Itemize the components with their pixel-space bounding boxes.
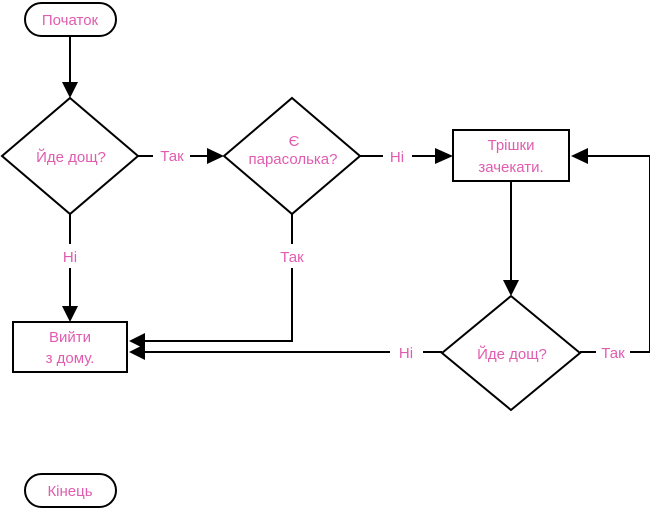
- decision-umbrella-label-2: парасолька?: [249, 151, 338, 168]
- decision-rain-1: [0, 96, 140, 216]
- process-leave: [12, 321, 128, 373]
- edge-rain2-yes-loop: [588, 155, 650, 353]
- process-wait-label-2: зачекати.: [478, 159, 543, 176]
- decision-rain-1-label: Йде дощ?: [36, 148, 106, 166]
- arrowhead: [129, 344, 145, 360]
- start-label: Початок: [42, 12, 99, 29]
- arrowhead: [503, 280, 519, 296]
- end-label: Кінець: [47, 483, 92, 500]
- edge-label-rain1-no: Ні: [63, 249, 77, 266]
- start-terminal: [24, 2, 117, 37]
- arrowhead: [129, 333, 145, 349]
- process-wait: [452, 129, 570, 182]
- arrowhead: [62, 306, 78, 322]
- decision-rain-2-label: Йде дощ?: [477, 345, 547, 363]
- process-wait-label-1: Трішки: [488, 137, 535, 154]
- edge-label-umbrella-no: Ні: [390, 149, 404, 166]
- arrowhead: [435, 148, 453, 164]
- decision-rain-2: [440, 294, 582, 412]
- process-leave-label-2: з дому.: [46, 350, 95, 367]
- decision-umbrella: [222, 96, 362, 216]
- decision-umbrella-label-1: Є: [289, 133, 300, 150]
- edge-label-rain2-yes: Так: [601, 345, 625, 362]
- edge-label-umbrella-yes: Так: [280, 249, 304, 266]
- end-terminal: [24, 473, 117, 508]
- edge-label-rain2-no: Ні: [399, 345, 413, 362]
- arrowhead: [571, 148, 588, 164]
- arrowhead: [62, 82, 78, 98]
- edge-umbrella-yes-bottom: [145, 268, 293, 342]
- edge-label-rain1-yes: Так: [160, 148, 184, 165]
- process-leave-label-1: Вийти: [49, 329, 91, 346]
- arrowhead: [207, 148, 224, 164]
